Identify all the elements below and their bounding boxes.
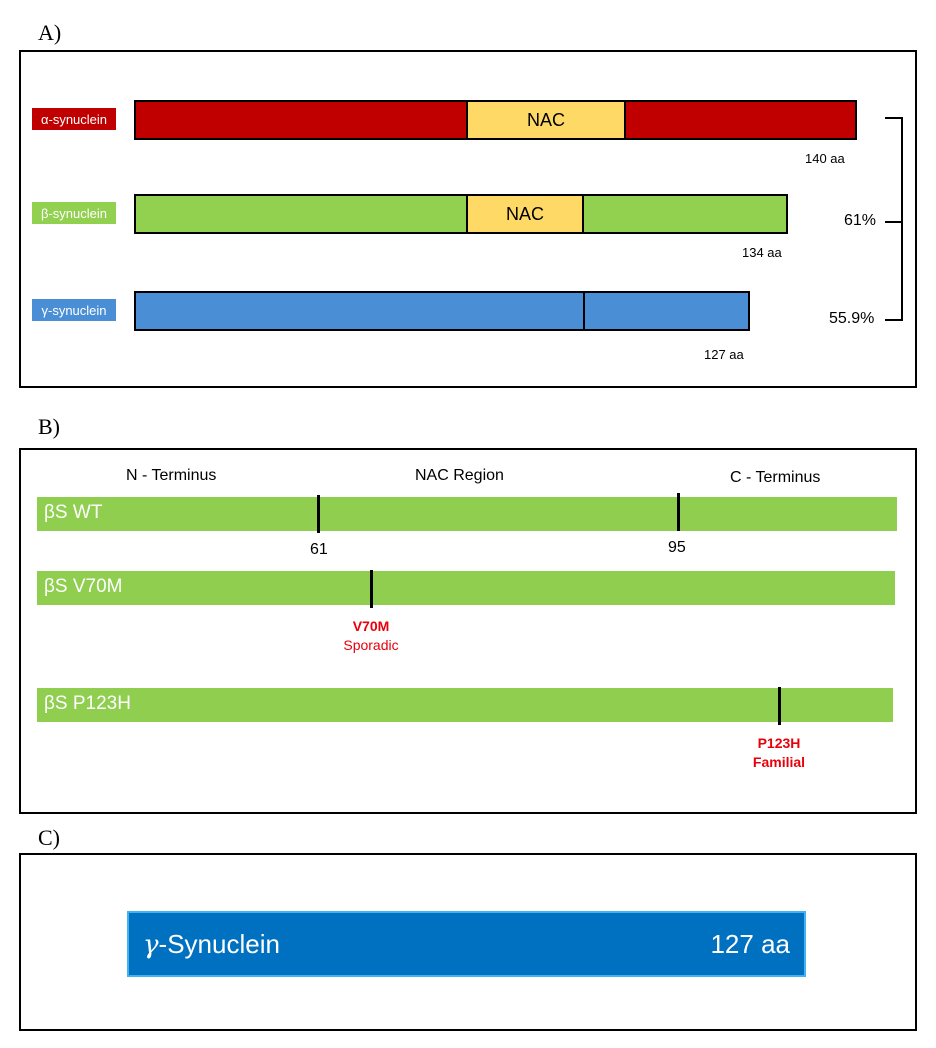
panel-label-c: C): [38, 825, 60, 850]
beta-length-label: 134 aa: [742, 245, 782, 260]
gamma-synuclein-full-bar: γ-Synuclein 127 aa: [127, 911, 806, 977]
panel-label-a: A): [38, 20, 62, 45]
alpha-synuclein-tag: α-synuclein: [32, 108, 116, 130]
identity-gamma-percent: 55.9%: [829, 310, 875, 327]
beta-p123h-label: βS P123H: [44, 693, 131, 714]
alpha-length-label: 140 aa: [805, 151, 845, 166]
v70m-type-label: Sporadic: [343, 637, 399, 653]
p123h-type-label: Familial: [752, 754, 806, 770]
nac-region-label: NAC Region: [415, 467, 504, 484]
gamma-length-label: 127 aa: [704, 347, 744, 362]
gamma-synuclein-bar: [134, 291, 750, 331]
p123h-mutation-marker: [778, 687, 781, 725]
panel-label-b: B): [38, 414, 60, 439]
beta-wt-bar: [37, 497, 897, 531]
beta-p123h-bar: [37, 688, 893, 722]
v70m-mutation-label: V70M: [352, 618, 390, 634]
beta-v70m-label: βS V70M: [44, 576, 123, 597]
n-terminus-label: N - Terminus: [126, 467, 217, 484]
p123h-mutation-label: P123H: [757, 735, 801, 751]
v70m-mutation-marker: [370, 570, 373, 608]
c-terminus-label: C - Terminus: [730, 469, 821, 486]
beta-synuclein-tag: β-synuclein: [32, 202, 116, 224]
position-95-label: 95: [668, 539, 686, 556]
gamma-synuclein-tag: γ-synuclein: [32, 299, 116, 321]
panel-c: [19, 853, 917, 1031]
position-61-marker: [317, 495, 320, 533]
gamma-divider-line: [583, 291, 585, 331]
beta-synuclein-bar: [134, 194, 788, 234]
alpha-nac-region: NAC: [466, 100, 626, 140]
beta-v70m-bar: [37, 571, 895, 605]
beta-wt-label: βS WT: [44, 502, 103, 523]
beta-nac-region: NAC: [466, 194, 584, 234]
panel-b: [19, 448, 917, 814]
panel-a: [19, 50, 917, 388]
gamma-synuclein-name: γ-Synuclein: [143, 928, 280, 960]
identity-bracket: [885, 117, 903, 321]
identity-beta-percent: 61%: [844, 212, 877, 229]
gamma-synuclein-length: 127 aa: [710, 928, 790, 959]
position-61-label: 61: [310, 541, 328, 558]
position-95-marker: [677, 493, 680, 531]
